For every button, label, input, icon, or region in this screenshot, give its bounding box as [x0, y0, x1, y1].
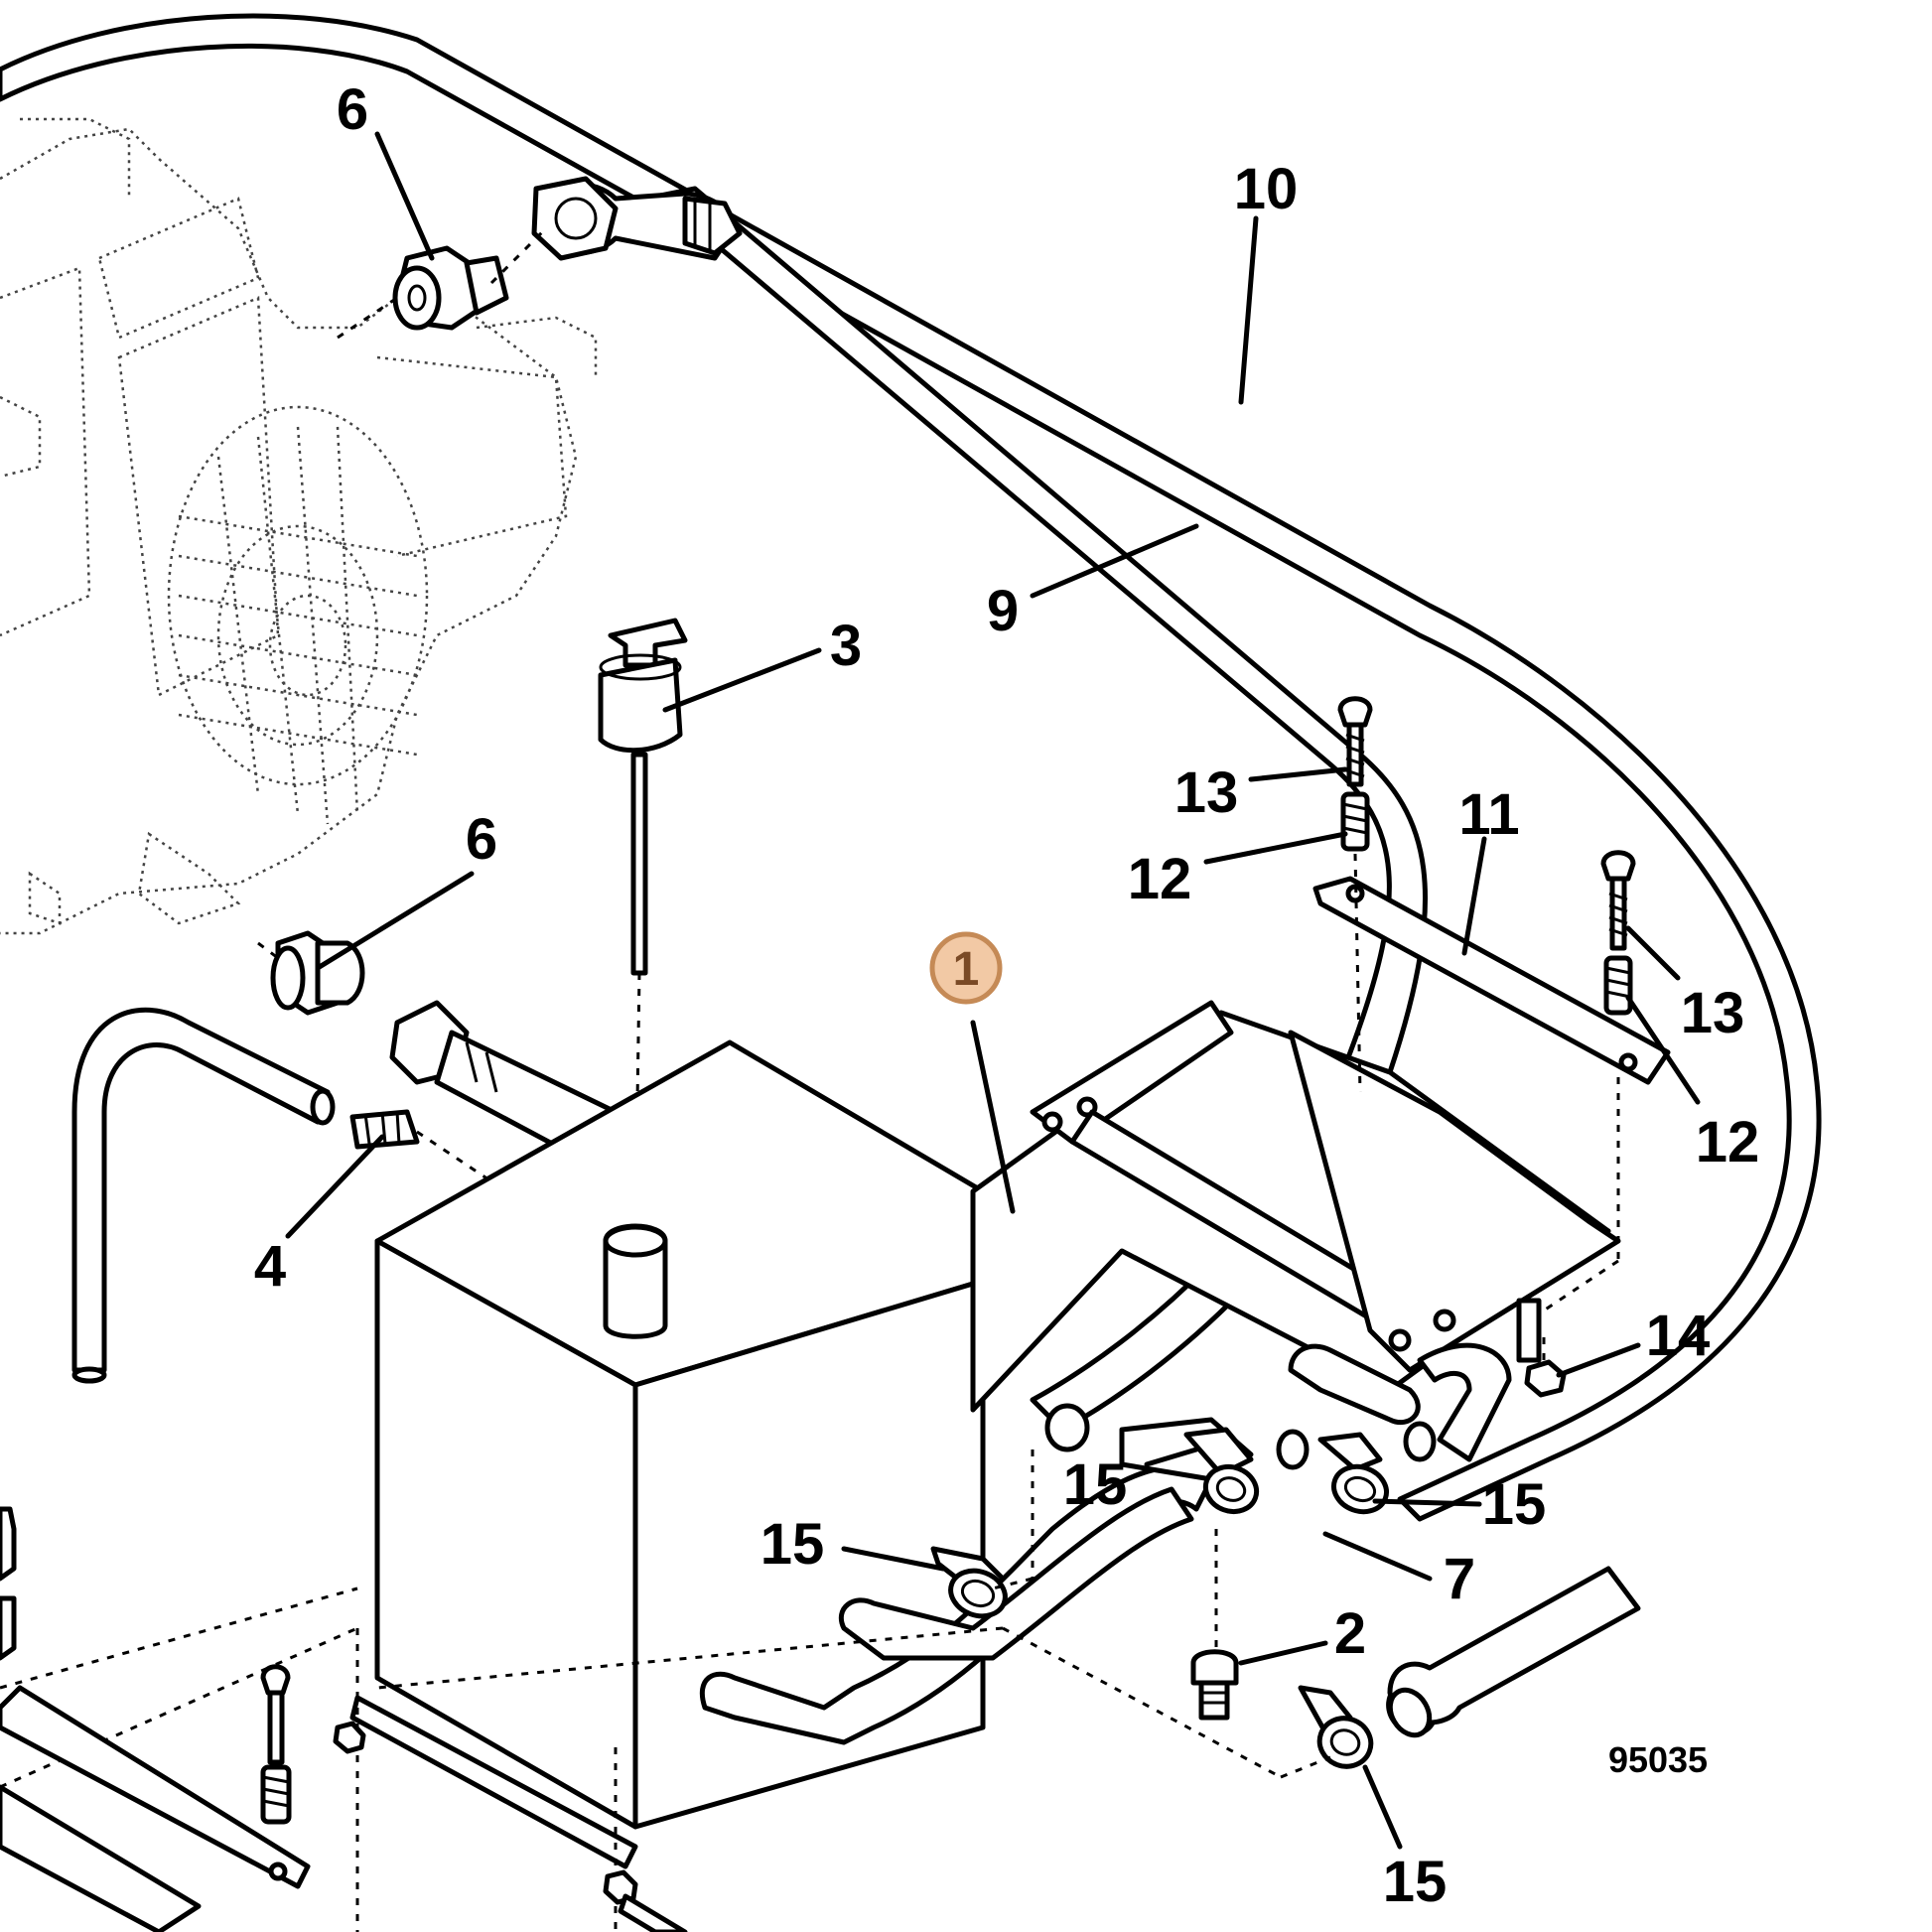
- callout-15-mid: 15: [1063, 1452, 1128, 1517]
- hose-10-end: [1387, 1566, 1641, 1738]
- callout-4: 4: [254, 1234, 286, 1299]
- callout-14: 14: [1646, 1304, 1711, 1368]
- nut-14: [1524, 1330, 1567, 1398]
- callout-12-right: 12: [1696, 1110, 1760, 1174]
- callout-13-right: 13: [1681, 981, 1745, 1045]
- callout-1: 1: [953, 943, 980, 996]
- clamp-15-c: [1317, 1432, 1389, 1515]
- highlight-badge: [929, 931, 1003, 1005]
- callout-15-left: 15: [760, 1512, 825, 1577]
- callout-12-left: 12: [1128, 847, 1192, 911]
- callout-15-lower: 15: [1383, 1850, 1448, 1914]
- callout-6-lower: 6: [466, 807, 497, 872]
- callout-2: 2: [1334, 1601, 1366, 1666]
- callout-13-left: 13: [1174, 760, 1239, 825]
- clamp-15-d: [1298, 1685, 1374, 1769]
- filler-cap-3: [598, 618, 688, 1232]
- callout-15-right: 15: [1482, 1472, 1547, 1537]
- bent-tube: [71, 1007, 336, 1384]
- clamp-15-a: [930, 1546, 1008, 1619]
- fitting-6-top: [337, 226, 548, 340]
- callout-6-top: 6: [337, 77, 368, 142]
- figure-code: 95035: [1608, 1739, 1708, 1780]
- hose-9: [531, 176, 1429, 1452]
- clamp-15-b: [1183, 1427, 1260, 1515]
- frame-bottom-left: [0, 1506, 688, 1932]
- bolt-13-left: [1337, 696, 1373, 1093]
- mounting-strap-11: [1312, 876, 1671, 1085]
- callout-10: 10: [1234, 157, 1299, 221]
- engine-pump-assembly: [0, 117, 598, 935]
- leader-lines: [285, 131, 1701, 1850]
- callout-9: 9: [987, 579, 1019, 643]
- callout-3: 3: [830, 614, 862, 678]
- callout-7: 7: [1444, 1547, 1475, 1611]
- tank-shield: [970, 1000, 1621, 1413]
- hydraulic-tank: [349, 1039, 986, 1869]
- bolt-13-right: [1543, 850, 1636, 1312]
- fitting-6-lower: [257, 930, 365, 1016]
- callout-11: 11: [1458, 782, 1519, 847]
- drain-plug-2: [1190, 1649, 1239, 1721]
- callout-labels: 1 2 3 4 6 6 7 9 10 11 12 12 13 13 14 15 …: [254, 77, 1759, 1914]
